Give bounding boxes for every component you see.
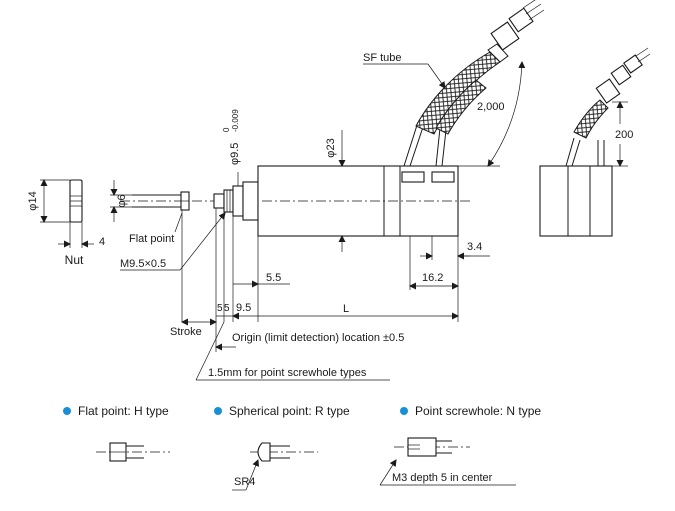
cable-length-alt-label: 200	[615, 129, 633, 141]
legend-label: Spherical point: R type	[229, 404, 350, 418]
legend: Flat point: H type Spherical point: R ty…	[63, 404, 541, 418]
tip-screwhole: M3 depth 5 in center	[379, 437, 516, 486]
dim-stroke-5b-label: 5	[224, 303, 230, 314]
legend-item-r-type: Spherical point: R type	[214, 404, 350, 418]
origin-note: Origin (limit detection) location ±0.5	[232, 332, 404, 344]
shaft: M9.5×0.5 φ9.5 0 -0.009	[120, 109, 259, 271]
tip-spherical: SR4	[232, 442, 318, 491]
dim-3-4-label: 3.4	[467, 241, 482, 253]
nut-label: Nut	[65, 253, 84, 267]
actuator-body: φ23	[257, 130, 470, 252]
stroke-label: Stroke	[170, 326, 202, 338]
spherical-note: SR4	[234, 476, 255, 488]
dim-L-label: L	[343, 303, 349, 315]
legend-label: Point screwhole: N type	[415, 404, 541, 418]
legend-label: Flat point: H type	[78, 404, 169, 418]
dim-stroke-5-label: 5	[217, 303, 223, 314]
shaft-diameter-label: φ9.5	[229, 143, 241, 165]
legend-bullet-icon	[63, 407, 71, 415]
legend-bullet-icon	[400, 407, 408, 415]
dim-5-5-label: 5.5	[266, 272, 281, 284]
dim-9-5-label: 9.5	[236, 302, 251, 314]
legend-item-h-type: Flat point: H type	[63, 404, 169, 418]
body-diameter-label: φ23	[325, 138, 337, 157]
legend-item-n-type: Point screwhole: N type	[400, 404, 541, 418]
nut-thickness-label: 4	[99, 236, 105, 248]
bottom-dimensions: 5.5 3.4 16.2 L 5 5 9.5 Stroke Origin (li…	[170, 208, 490, 381]
cable-length-label: 2,000	[477, 101, 505, 113]
cable-main: SF tube 2,000	[363, 0, 545, 167]
sf-tube-label: SF tube	[363, 52, 402, 64]
rod-diameter-label: φ6	[116, 194, 128, 207]
nut-diameter-label: φ14	[27, 191, 39, 210]
shaft-tol-upper: 0	[222, 127, 231, 132]
shaft-tol-lower: -0.009	[231, 109, 240, 132]
screwhole-note: 1.5mm for point screwhole types	[208, 367, 367, 379]
flat-point-label: Flat point	[129, 233, 174, 245]
nut-view: φ14 4 Nut	[27, 179, 105, 267]
dim-16-2-label: 16.2	[422, 272, 443, 284]
legend-bullet-icon	[214, 407, 222, 415]
thread-label: M9.5×0.5	[120, 258, 166, 270]
cable-alt-view: 200	[539, 47, 651, 237]
screwhole-tip-note: M3 depth 5 in center	[392, 472, 493, 484]
tip-flat	[96, 442, 170, 462]
